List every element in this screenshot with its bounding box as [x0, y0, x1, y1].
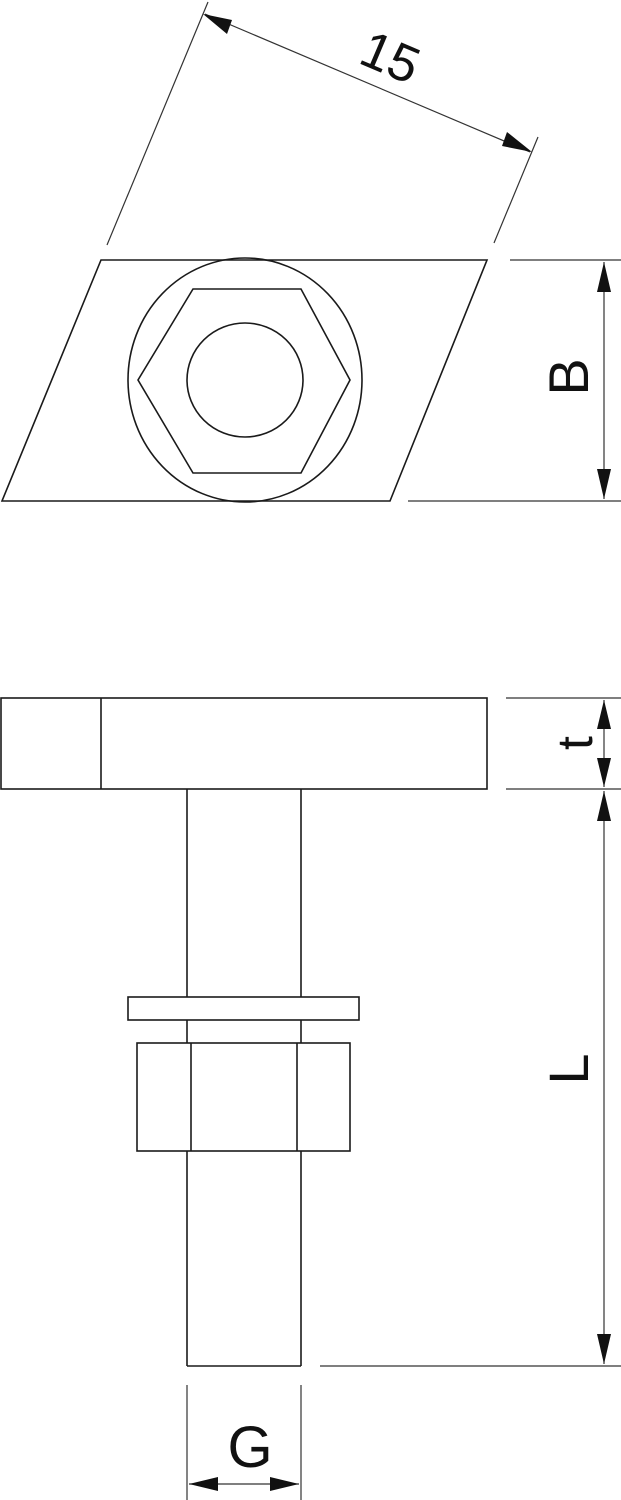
- dimension-label-B: B: [537, 358, 600, 395]
- dimension-label-t: t: [547, 736, 603, 750]
- arrowhead-icon: [597, 1334, 611, 1364]
- bolt-end-circle: [186, 322, 304, 438]
- length-dimension: L: [320, 791, 621, 1367]
- arrowhead-icon: [597, 469, 611, 499]
- thickness-dimension: t: [506, 697, 621, 790]
- dimension-label-15: 15: [352, 20, 428, 96]
- washer-circle: [127, 257, 363, 503]
- t-head-plate: [0, 697, 488, 790]
- dimension-label-L: L: [537, 1053, 600, 1084]
- hex-nut-side: [136, 1042, 351, 1152]
- arrowhead-icon: [597, 700, 611, 729]
- arrowhead-icon: [597, 791, 611, 821]
- arrowhead-icon: [203, 14, 232, 34]
- washer-side: [127, 996, 360, 1021]
- width-dimension: B: [408, 259, 621, 502]
- dimension-label-G: G: [227, 1415, 272, 1480]
- plate-outline: [0, 259, 489, 502]
- top-view: [0, 257, 489, 503]
- arrowhead-icon: [502, 132, 532, 152]
- angle-dimension: 15: [106, 1, 539, 246]
- hex-nut-outline: [137, 288, 351, 474]
- arrowhead-icon: [270, 1477, 299, 1491]
- side-view: [0, 697, 488, 1367]
- thread-dimension: G: [186, 1385, 302, 1500]
- arrowhead-icon: [597, 262, 611, 292]
- arrowhead-icon: [597, 758, 611, 787]
- arrowhead-icon: [189, 1477, 218, 1491]
